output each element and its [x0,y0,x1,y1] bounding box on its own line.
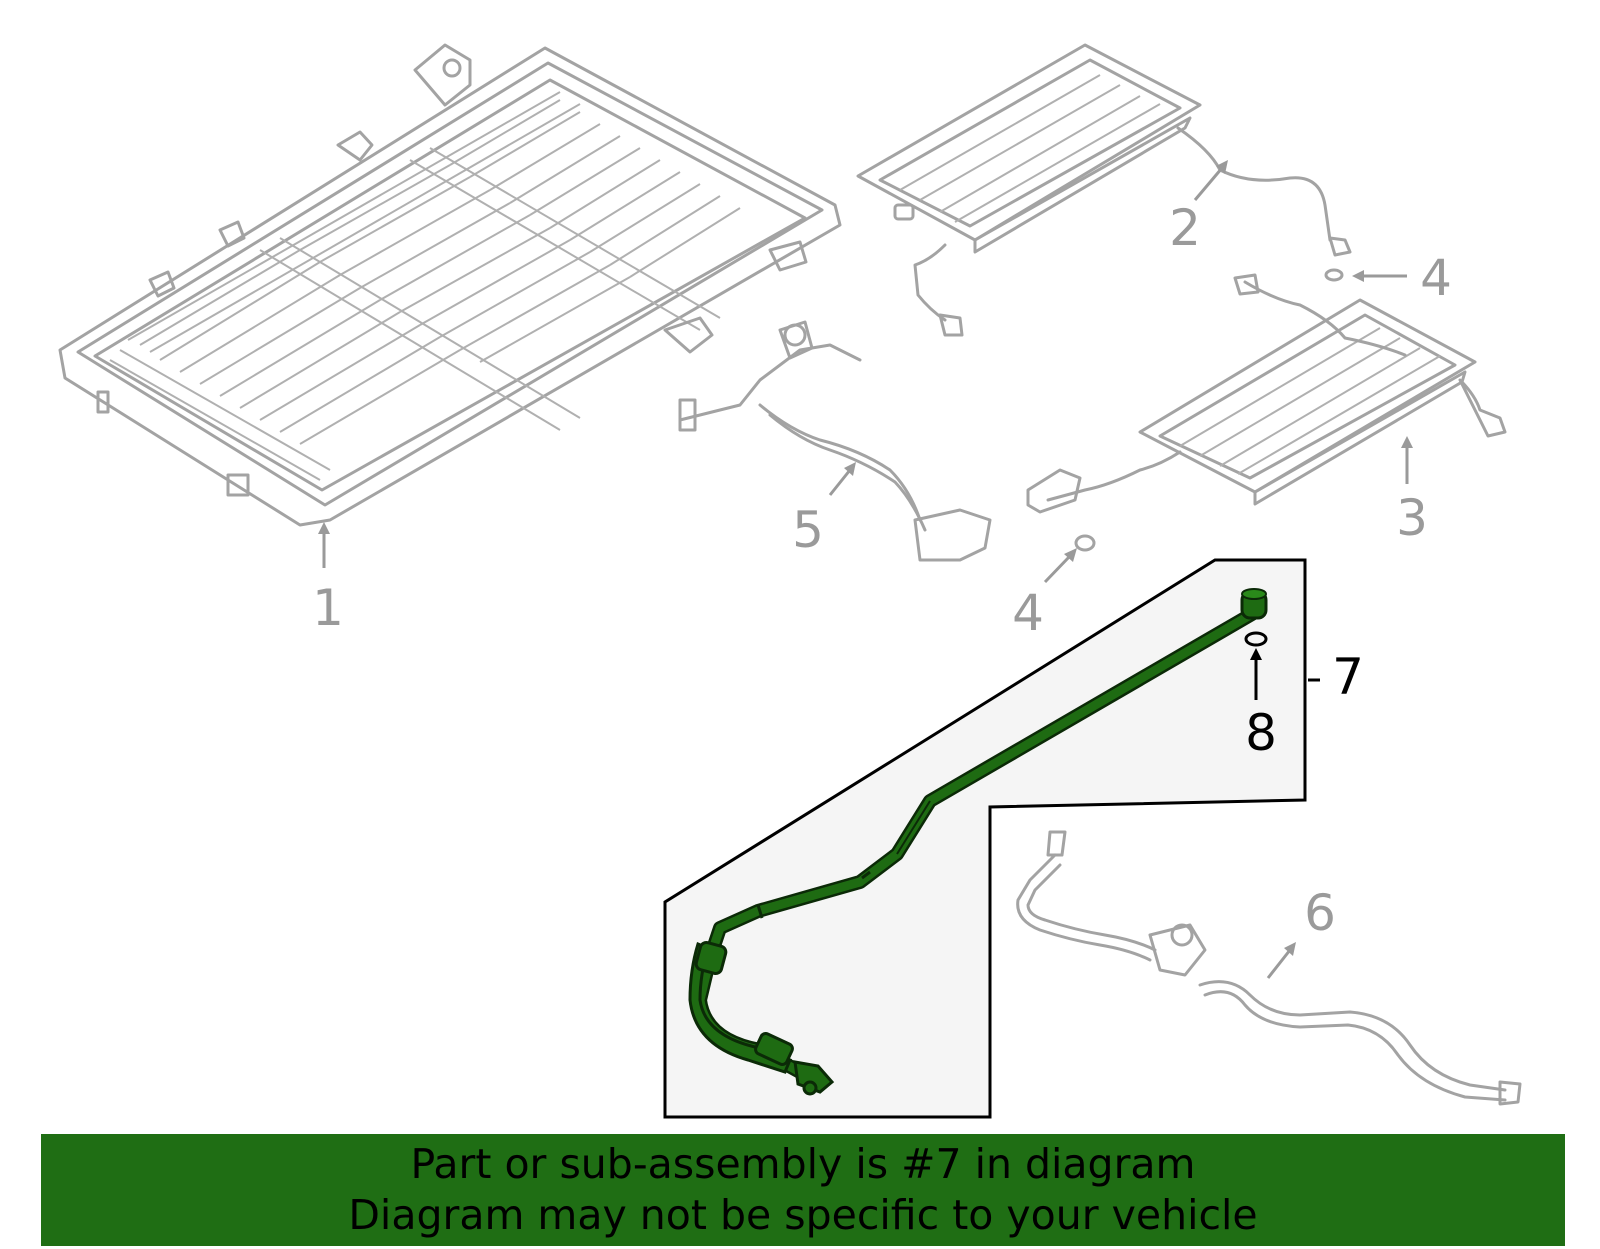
banner-line-1: Part or sub-assembly is #7 in diagram [410,1140,1196,1188]
callout-4-upper: 4 [1420,249,1452,307]
disclaimer-banner: Part or sub-assembly is #7 in diagram Di… [41,1134,1565,1246]
part-6-coolant-hose [1016,830,1522,1106]
callout-2: 2 [1169,199,1201,257]
part-3-cooling-plate [1026,273,1507,514]
callout-1: 1 [312,579,344,637]
callout-7: 7 [1332,648,1364,706]
part-1-battery-tray [58,43,842,527]
callout-8: 8 [1245,704,1277,762]
part-4-o-rings [1074,268,1344,552]
callout-5: 5 [792,501,824,559]
callout-3: 3 [1396,489,1428,547]
part-8-o-ring [1244,631,1268,647]
callout-6: 6 [1304,884,1336,942]
part-2-cooling-plate [856,43,1352,337]
part-7-ac-hose [688,588,1268,1096]
part-5-coolant-hose [678,320,992,562]
callout-labels: 1 2 4 3 4 5 6 7 8 [312,199,1452,942]
banner-line-2: Diagram may not be specific to your vehi… [348,1191,1258,1239]
part-7-inset-box [663,558,1307,1119]
tray-cell-lines [139,99,741,445]
leader-lines [318,160,1413,979]
callout-4-lower: 4 [1012,584,1044,642]
